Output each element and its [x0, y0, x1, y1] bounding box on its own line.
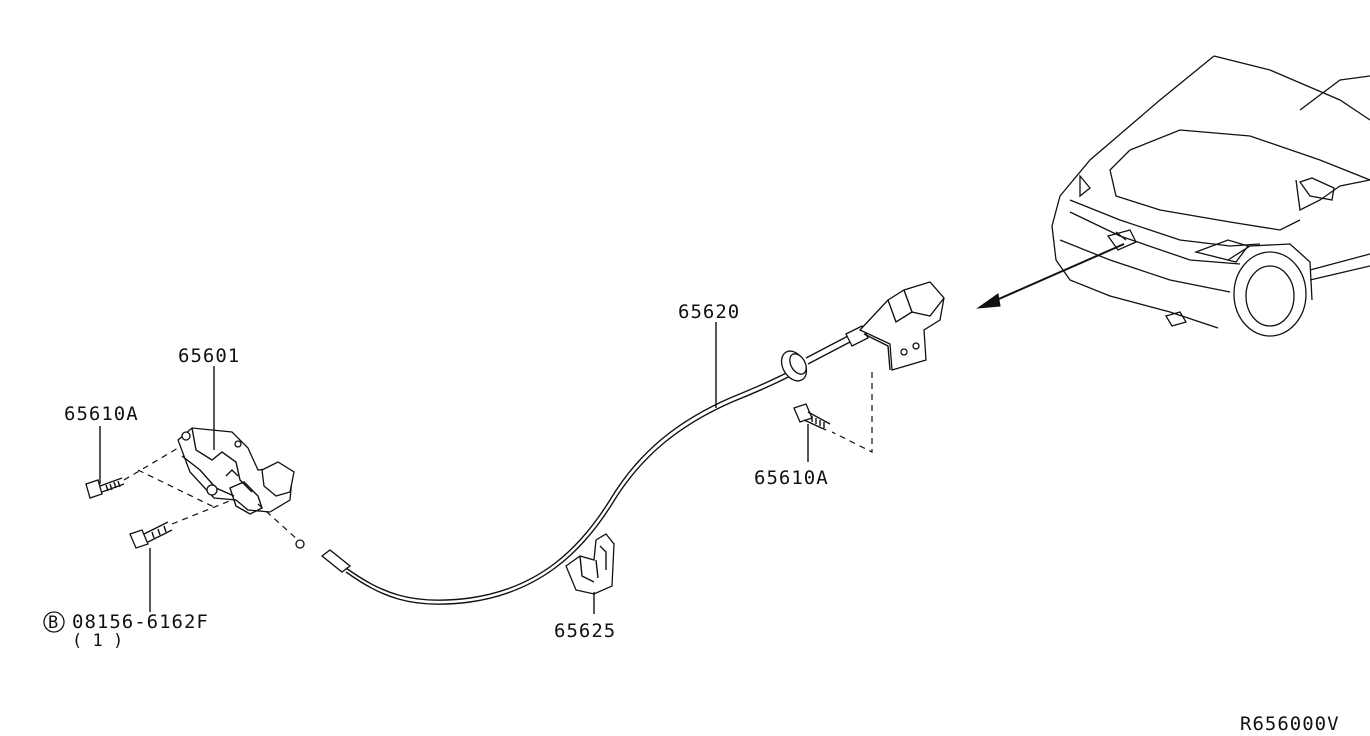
label-cable: 65620 [678, 301, 740, 323]
label-bolt-std-qty: ( 1 ) [72, 631, 123, 651]
drawing-reference: R656000V [1240, 713, 1340, 735]
label-bolt-right: 65610A [754, 467, 829, 489]
bolt-right [793, 403, 831, 431]
label-bolt-std-code: 08156-6162F [72, 611, 209, 633]
release-cable [257, 325, 869, 605]
label-hood-lock: 65601 [178, 345, 240, 367]
release-handle-bracket [858, 281, 945, 371]
view-arrow [976, 243, 1125, 309]
bolt-left [85, 477, 125, 499]
bolt-bottom [129, 521, 173, 549]
label-bolt-left: 65610A [64, 403, 139, 425]
circle-b-letter: B [48, 613, 58, 633]
hood-lock-assembly [177, 427, 295, 515]
label-bolt-std: B 08156-6162F ( 1 ) [43, 611, 209, 651]
label-clip: 65625 [554, 620, 616, 642]
cable-clip [565, 533, 615, 595]
cable-end-ball [295, 539, 305, 549]
vehicle-sketch [1051, 55, 1370, 337]
